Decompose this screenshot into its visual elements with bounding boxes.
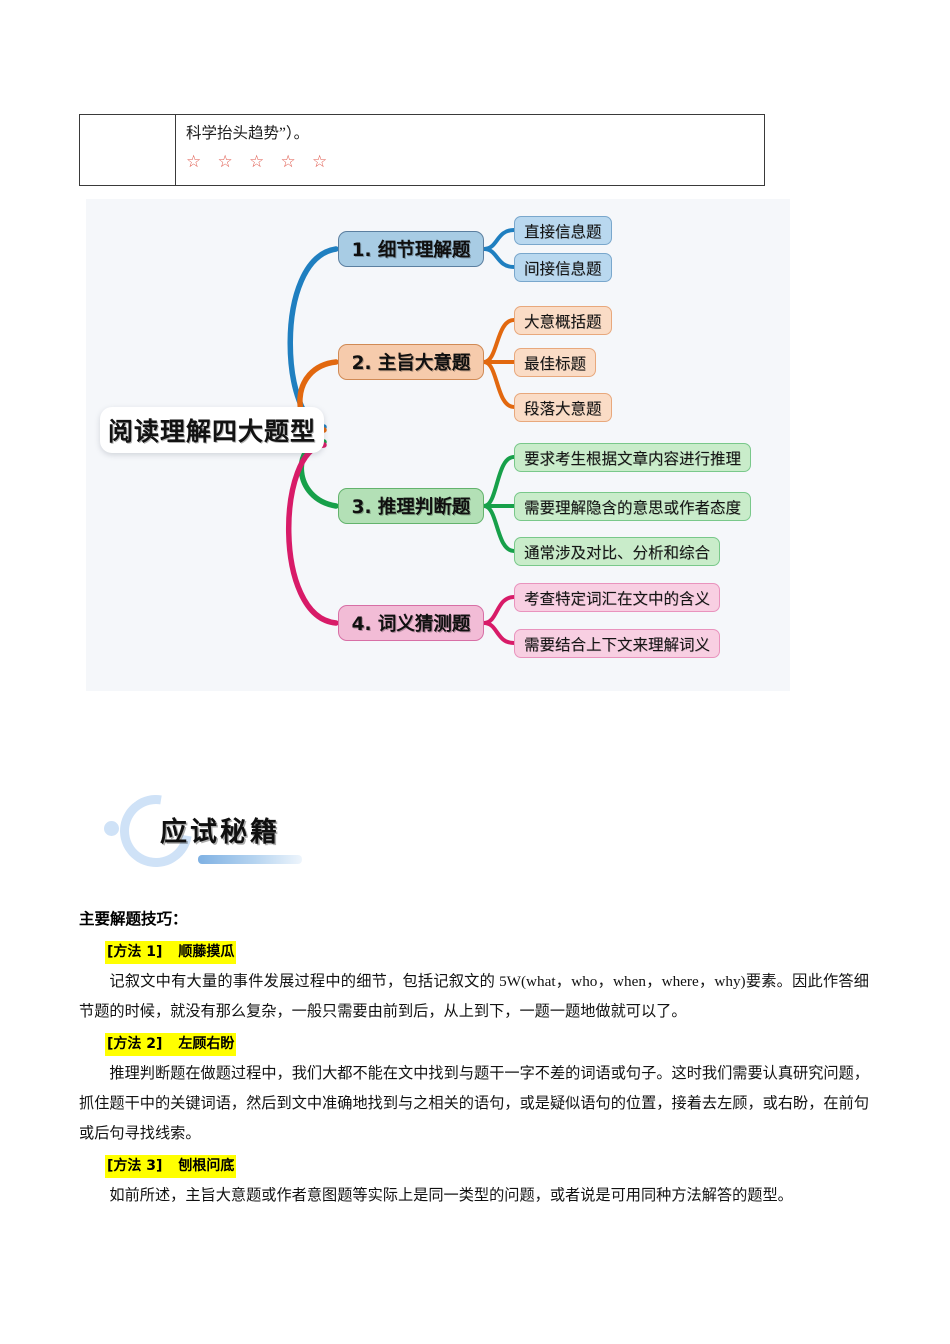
- method-body-1: 记叙文中有大量的事件发展过程中的细节，包括记叙文的 5W(what，who，wh…: [79, 973, 869, 1020]
- mindmap-leaf-4-2[interactable]: 需要结合上下文来理解词义: [514, 629, 721, 658]
- method-tag-3: [方法 3]: [107, 1158, 163, 1174]
- mindmap-leaf-4-1[interactable]: 考查特定词汇在文中的含义: [514, 583, 721, 612]
- mindmap-leaf-3-1[interactable]: 要求考生根据文章内容进行推理: [514, 443, 752, 472]
- section-logo: 应试秘籍: [86, 780, 336, 884]
- mindmap-leaf-3-3[interactable]: 通常涉及对比、分析和综合: [514, 537, 721, 566]
- method-body-2: 推理判断题在做题过程中，我们大都不能在文中找到与题干一字不差的词语或句子。这时我…: [79, 1065, 869, 1142]
- mindmap-branch-1[interactable]: 1. 细节理解题: [338, 231, 484, 267]
- method-name-3: 刨根问底: [178, 1158, 235, 1174]
- content-body: 主要解题技巧： [方法 1] 顺藤摸瓜 记叙文中有大量的事件发展过程中的细节，包括…: [79, 905, 869, 1211]
- star-rating: ☆ ☆ ☆ ☆ ☆: [186, 152, 334, 171]
- method-line-3: [方法 3] 刨根问底: [79, 1149, 869, 1181]
- method-tag-1: [方法 1]: [107, 944, 163, 960]
- mindmap-leaf-2-2[interactable]: 最佳标题: [514, 348, 597, 377]
- method-line-2: [方法 2] 左顾右盼: [79, 1027, 869, 1059]
- table-cell-content: 科学抬头趋势”）。 ☆ ☆ ☆ ☆ ☆: [176, 115, 764, 185]
- content-heading: 主要解题技巧：: [79, 911, 188, 928]
- mindmap-branch-2[interactable]: 2. 主旨大意题: [338, 344, 484, 380]
- mindmap-leaf-1-1[interactable]: 直接信息题: [514, 216, 612, 245]
- mindmap-image: 阅读理解四大题型 1. 细节理解题 2. 主旨大意题 3. 推理判断题 4. 词…: [86, 199, 790, 691]
- method-badge-2: [方法 2] 左顾右盼: [105, 1033, 237, 1056]
- mindmap-branch-3[interactable]: 3. 推理判断题: [338, 488, 484, 524]
- table-fragment: 科学抬头趋势”）。 ☆ ☆ ☆ ☆ ☆: [79, 114, 765, 186]
- mindmap-leaf-2-3[interactable]: 段落大意题: [514, 393, 612, 422]
- method-tag-2: [方法 2]: [107, 1036, 163, 1052]
- method-name-1: 顺藤摸瓜: [178, 944, 235, 960]
- method-line-1: [方法 1] 顺藤摸瓜: [79, 935, 869, 967]
- mindmap-leaf-1-2[interactable]: 间接信息题: [514, 253, 612, 282]
- method-badge-3: [方法 3] 刨根问底: [105, 1155, 237, 1178]
- gradient-bar-icon: [198, 855, 302, 864]
- method-name-2: 左顾右盼: [178, 1036, 235, 1052]
- mindmap-branch-4[interactable]: 4. 词义猜测题: [338, 605, 484, 641]
- mindmap-leaf-3-2[interactable]: 需要理解隐含的意思或作者态度: [514, 492, 752, 521]
- logo-title: 应试秘籍: [160, 817, 280, 848]
- method-badge-1: [方法 1] 顺藤摸瓜: [105, 941, 237, 964]
- dot-icon: [104, 821, 119, 836]
- mindmap-center-node[interactable]: 阅读理解四大题型: [100, 407, 324, 453]
- table-cell-empty: [80, 115, 176, 185]
- method-body-3: 如前所述，主旨大意题或作者意图题等实际上是同一类型的问题，或者说是可用同种方法解…: [109, 1187, 793, 1204]
- mindmap-leaf-2-1[interactable]: 大意概括题: [514, 306, 612, 335]
- table-text-line: 科学抬头趋势”）。: [186, 125, 310, 142]
